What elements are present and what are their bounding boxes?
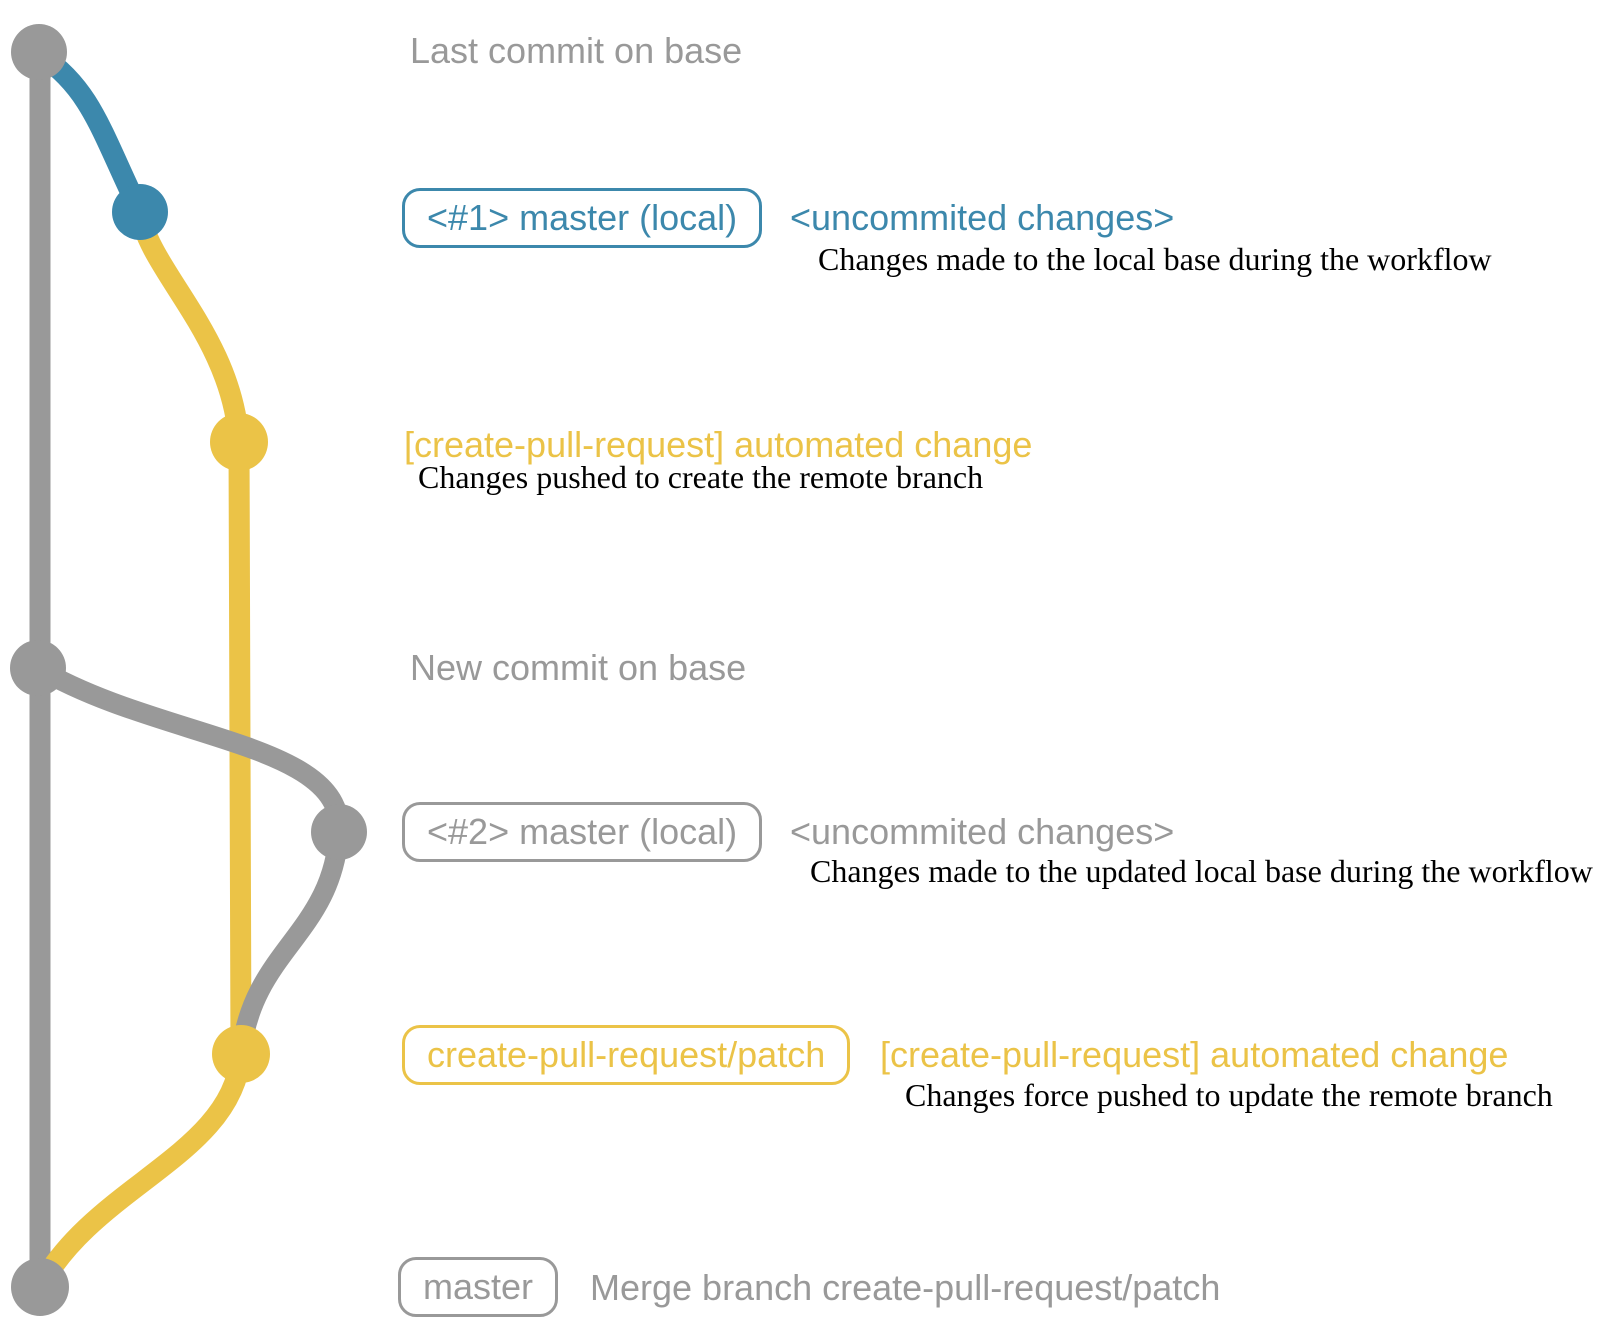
annotation-last-commit-on-base: Last commit on base — [410, 30, 743, 71]
note-automated-change-2: [create-pull-request] automated change — [880, 1034, 1509, 1075]
annotation-new-commit-on-base: New commit on base — [410, 647, 747, 688]
commit-dot-local-2 — [311, 804, 367, 860]
description-push-2: Changes force pushed to update the remot… — [905, 1077, 1553, 1113]
badge-create-pull-request-patch: create-pull-request/patch — [402, 1025, 851, 1085]
commit-dot-local-1 — [112, 184, 168, 240]
note-automated-change-1: [create-pull-request] automated change — [404, 424, 1033, 465]
commit-dot-last-base — [11, 24, 67, 80]
commit-dot-new-base — [10, 640, 66, 696]
note-uncommitted-changes-1: <uncommited changes> — [790, 197, 1175, 238]
patch-merge-curve — [29, 1043, 252, 1298]
description-commit-1: Changes made to the local base during th… — [818, 241, 1492, 277]
commit-dot-merge — [11, 1258, 69, 1316]
description-commit-2: Changes made to the updated local base d… — [810, 853, 1593, 889]
description-push-1: Changes pushed to create the remote bran… — [418, 459, 984, 495]
commit-dot-patch-1 — [210, 413, 268, 471]
annotation-merge-branch: Merge branch create-pull-request/patch — [590, 1267, 1221, 1308]
local-branch-curve-2a — [28, 658, 350, 842]
patch-branch-curve-1 — [129, 201, 250, 453]
commit-dot-patch-2 — [212, 1025, 270, 1083]
note-uncommitted-changes-2: <uncommited changes> — [790, 811, 1175, 852]
local-branch-curve-2b — [231, 822, 349, 1064]
badge-master-local-2: <#2> master (local) — [402, 802, 763, 862]
badge-master: master — [398, 1257, 559, 1317]
badge-master-local-1: <#1> master (local) — [402, 188, 763, 248]
